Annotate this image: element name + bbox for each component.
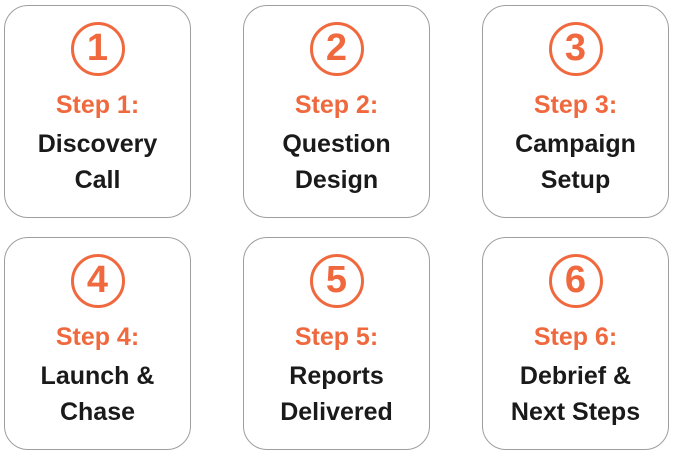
step-3-circle-icon: 3 [548,22,603,76]
step-title: Reports Delivered [280,358,393,430]
step-number: 4 [86,259,109,301]
step-1-circle-icon: 1 [70,22,125,76]
step-card-5: 5 Step 5: Reports Delivered [243,237,430,450]
step-card-2: 2 Step 2: Question Design [243,5,430,218]
step-title: Debrief & Next Steps [511,358,640,430]
step-title-line: Launch & [40,362,155,390]
step-number: 2 [325,27,348,69]
step-label: Step 5: [294,323,379,351]
step-2-circle-icon: 2 [309,22,364,76]
step-title: Launch & Chase [41,358,155,430]
step-title: Discovery Call [38,126,158,198]
step-title-line: Chase [59,398,136,426]
step-title-line: Setup [540,166,611,194]
step-title-line: Campaign [515,130,636,158]
step-title-line: Discovery [37,130,158,158]
step-title-line: Delivered [280,398,393,426]
step-title-line: Call [74,166,121,194]
step-title: Campaign Setup [515,126,636,198]
step-card-4: 4 Step 4: Launch & Chase [4,237,191,450]
step-card-1: 1 Step 1: Discovery Call [4,5,191,218]
step-label: Step 3: [533,91,618,119]
step-title-line: Question [282,130,391,158]
step-label: Step 2: [294,91,379,119]
step-card-3: 3 Step 3: Campaign Setup [482,5,669,218]
step-number: 6 [564,259,587,301]
step-5-circle-icon: 5 [309,254,364,308]
step-title-line: Reports [289,362,384,390]
step-label: Step 1: [55,91,140,119]
step-title-line: Debrief & [519,362,632,390]
step-4-circle-icon: 4 [70,254,125,308]
process-steps-grid: 1 Step 1: Discovery Call 2 Step 2: Quest… [4,5,669,450]
step-number: 1 [86,27,109,69]
step-title-line: Design [294,166,379,194]
step-label: Step 6: [533,323,618,351]
step-6-circle-icon: 6 [548,254,603,308]
step-number: 3 [564,27,587,69]
step-label: Step 4: [55,323,140,351]
step-number: 5 [325,259,348,301]
step-title: Question Design [282,126,390,198]
step-title-line: Next Steps [510,398,641,426]
step-card-6: 6 Step 6: Debrief & Next Steps [482,237,669,450]
